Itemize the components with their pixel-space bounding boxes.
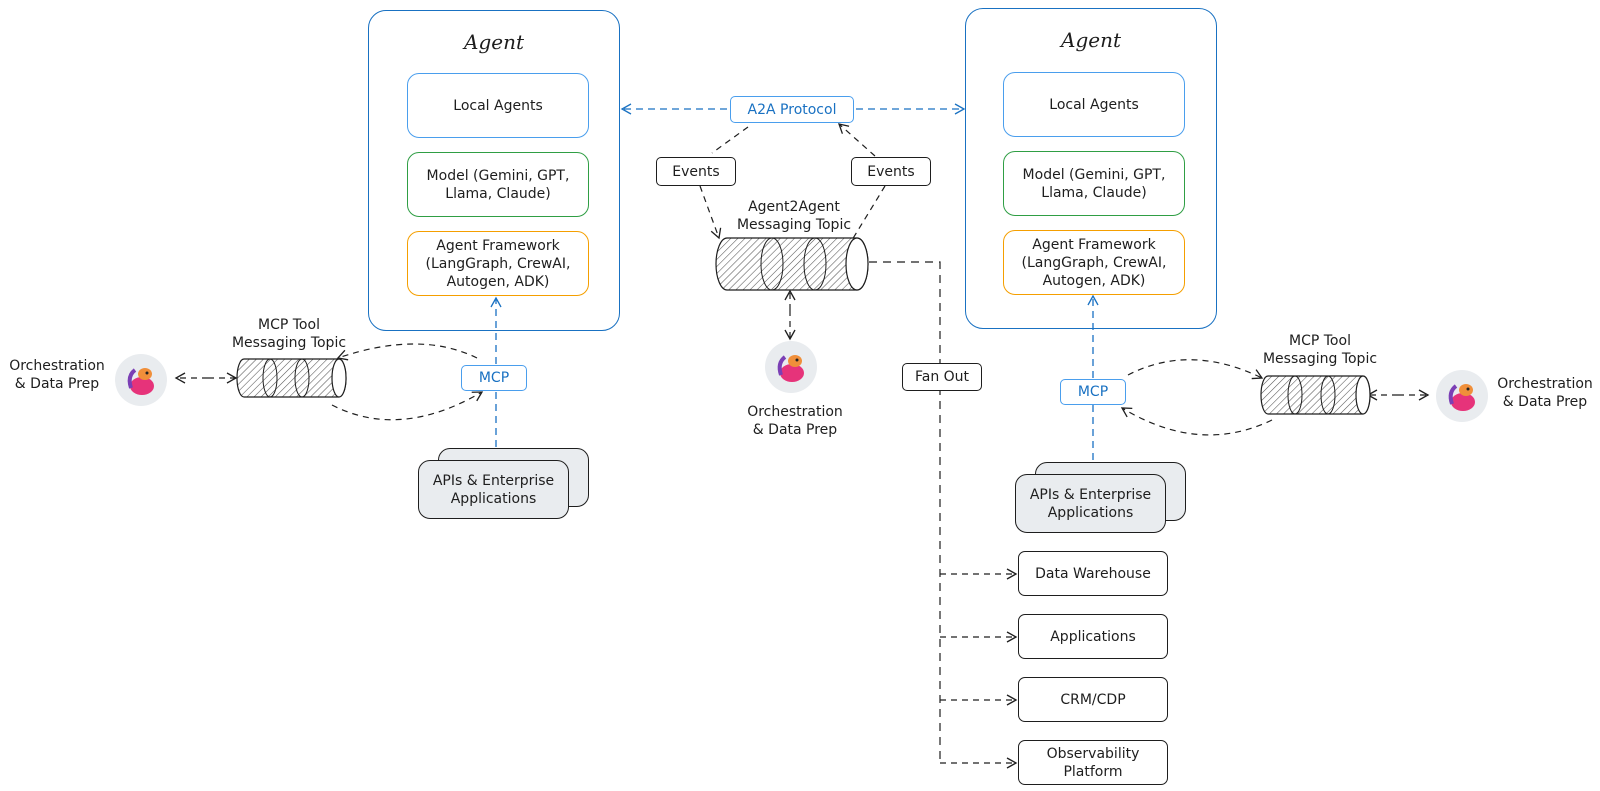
right-agent-title: Agent [1061,28,1121,52]
fan-out-trunk [869,261,941,764]
right-topic-to-mcp-arrow [1120,407,1273,436]
observability-platform-box: Observability Platform [1018,740,1168,785]
events-left-down-arrow [699,185,722,240]
a2a-protocol-badge: A2A Protocol [730,96,854,123]
left-mcp-badge: MCP [461,365,527,391]
right-mcp-to-topic-arrow [1127,359,1264,380]
right-model-box: Model (Gemini, GPT, Llama, Claude) [1003,151,1185,216]
events-right-badge: Events [851,157,931,186]
left-framework-box: Agent Framework (LangGraph, CrewAI, Auto… [407,231,589,296]
flink-squirrel-icon [127,368,154,395]
right-mcp-topic-label: MCP Tool Messaging Topic [1262,333,1378,367]
left-agent-title: Agent [464,30,524,54]
right-local-agents-box: Local Agents [1003,72,1185,137]
left-mcp-to-topic-arrow [336,343,478,361]
left-orchestration-label: Orchestration & Data Prep [9,358,105,392]
left-local-agents-box: Local Agents [407,73,589,138]
center-orchestration-avatar [765,341,817,393]
right-mcp-topic-cylinder-icon [1260,375,1371,415]
fan-out-badge: Fan Out [902,363,982,391]
flink-squirrel-icon [1448,384,1475,411]
events-left-badge: Events [656,157,736,186]
left-orchestration-avatar [115,354,167,406]
right-framework-box: Agent Framework (LangGraph, CrewAI, Auto… [1003,230,1185,295]
left-mcp-topic-label: MCP Tool Messaging Topic [231,317,347,351]
right-apis-box: APIs & Enterprise Applications [1015,474,1166,533]
data-warehouse-box: Data Warehouse [1018,551,1168,596]
left-agent-container: Agent [368,10,620,331]
right-orchestration-label: Orchestration & Data Prep [1497,376,1593,410]
center-a2a-topic-cylinder-icon [715,237,869,291]
events-left-up-line [711,126,749,154]
applications-box: Applications [1018,614,1168,659]
right-agent-container: Agent [965,8,1217,329]
a2a-topic-label: Agent2Agent Messaging Topic [736,199,852,233]
left-topic-to-mcp-arrow [331,391,484,421]
events-right-up-arrow [837,123,876,157]
left-model-box: Model (Gemini, GPT, Llama, Claude) [407,152,589,217]
center-orchestration-label: Orchestration & Data Prep [747,404,843,438]
right-orchestration-avatar [1436,370,1488,422]
right-mcp-badge: MCP [1060,379,1126,405]
crm-cdp-box: CRM/CDP [1018,677,1168,722]
flink-squirrel-icon [777,355,804,382]
left-mcp-topic-cylinder-icon [236,358,347,398]
left-apis-box: APIs & Enterprise Applications [418,460,569,519]
